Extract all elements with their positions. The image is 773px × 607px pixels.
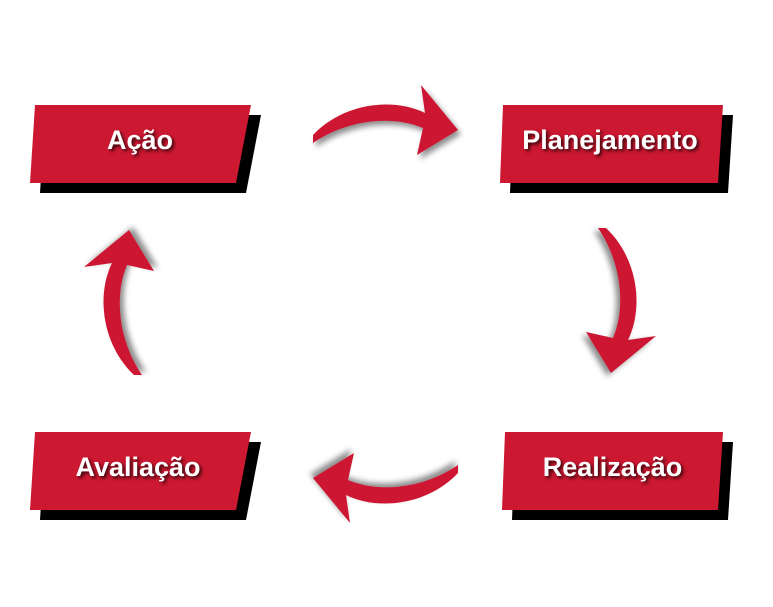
step-label-planejamento: Planejamento xyxy=(522,125,698,155)
step-label-acao: Ação xyxy=(106,125,174,155)
box-avaliacao xyxy=(30,432,251,510)
box-acao xyxy=(30,105,251,183)
box-planejamento xyxy=(500,105,723,183)
step-label-avaliacao: Avaliação xyxy=(75,452,201,482)
arrow-right-icon xyxy=(313,85,458,155)
arrow-down-icon xyxy=(586,228,656,373)
step-label-realizacao: Realização xyxy=(542,452,683,482)
arrow-left-icon xyxy=(313,453,458,523)
box-realizacao xyxy=(502,432,723,510)
arrow-up-icon xyxy=(84,230,154,375)
